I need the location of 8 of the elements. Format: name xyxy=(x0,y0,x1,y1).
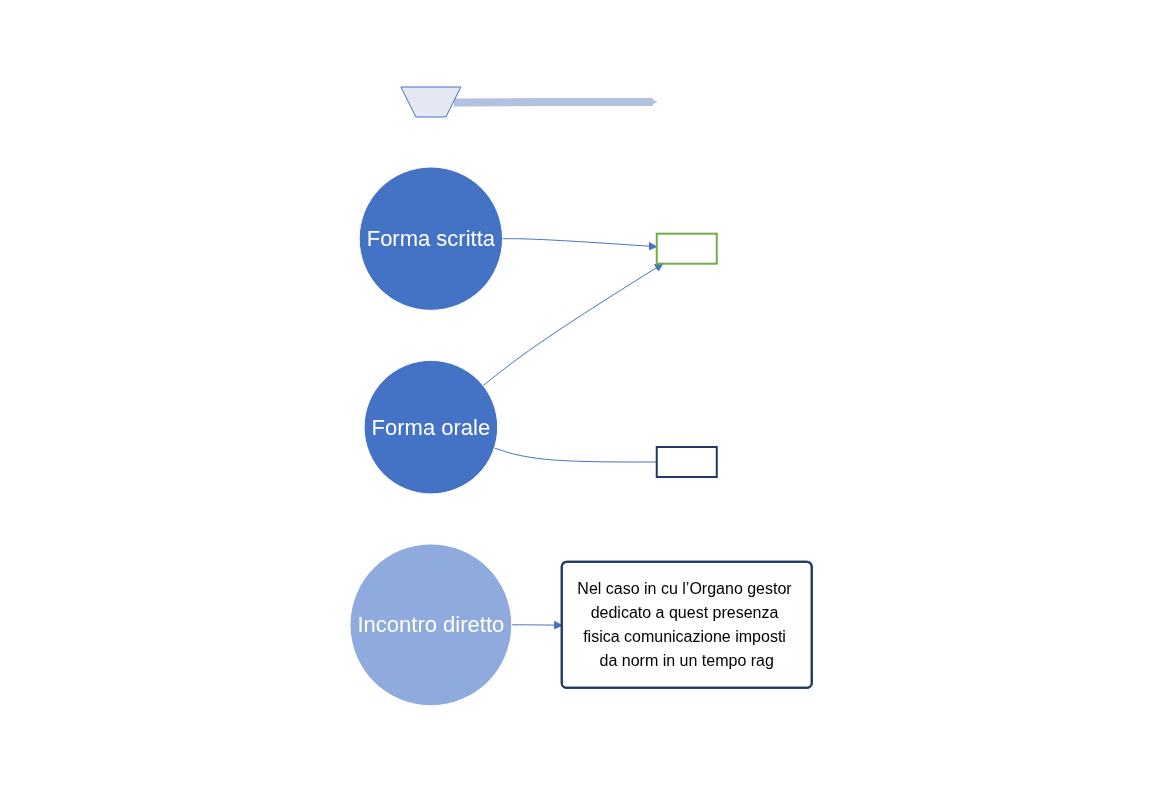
arrow xyxy=(482,262,664,386)
node-box xyxy=(655,445,718,478)
node-circle: Incontro diretto xyxy=(349,543,513,706)
arrow xyxy=(453,97,658,107)
node-box xyxy=(655,232,718,265)
node-circle: Forma orale xyxy=(363,359,499,495)
node-funnel xyxy=(400,86,462,118)
node-circle: Forma scritta xyxy=(358,166,504,311)
